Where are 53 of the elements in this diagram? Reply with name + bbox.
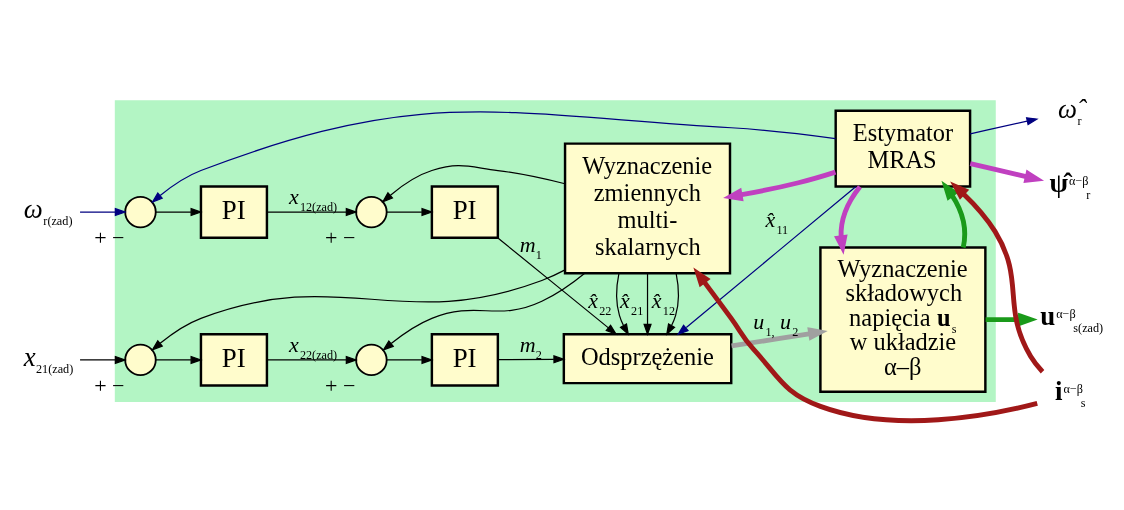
edge-label: u$_{1,}$ u$_{2}$ — [753, 308, 799, 339]
edge-label: m$_{1}$ — [519, 231, 542, 262]
arrow — [386, 355, 434, 364]
edge-label: x̂$_{12}$ — [651, 287, 675, 318]
node-box: PI — [430, 184, 500, 239]
node-label: + − — [325, 224, 356, 250]
node-circle — [124, 195, 157, 228]
arrow — [79, 207, 127, 216]
arrow — [266, 355, 358, 364]
arrow — [386, 207, 434, 216]
arrow — [497, 236, 618, 335]
node-box: Wyznaczenie zmiennych multi- skalarnych — [563, 141, 732, 274]
node-text: ω$_{r(zad)}$ — [23, 193, 73, 228]
arrow — [723, 169, 837, 201]
arrow — [151, 269, 566, 351]
node-box: PI — [430, 332, 500, 387]
edge-label: x̂$_{21}$ — [620, 287, 644, 318]
arrow — [665, 272, 680, 336]
node-box: PI — [199, 184, 269, 239]
arrow — [985, 312, 1038, 326]
node-box: Wyznaczenie składowych napięcia u$_{s}$ w układzie α–β — [819, 245, 987, 393]
node-circle — [355, 195, 388, 228]
arrow — [155, 207, 203, 216]
arrow — [381, 164, 566, 203]
arrow — [497, 354, 566, 364]
node-circle — [355, 343, 388, 376]
edge-label: x̂$_{11}$ — [765, 206, 789, 237]
arrow — [382, 272, 586, 351]
node-label: + − — [325, 372, 356, 398]
arrow — [969, 116, 1039, 134]
arrow — [266, 207, 358, 216]
arrow — [643, 272, 652, 336]
node-box: PI — [199, 332, 269, 387]
arrow — [616, 272, 630, 336]
arrow — [834, 184, 862, 255]
arrow — [151, 111, 837, 203]
node-box: Estymator MRAS — [834, 108, 972, 188]
arrow — [731, 326, 828, 348]
node-label: + − — [94, 224, 125, 250]
arrow — [941, 180, 968, 248]
edge-label: x̂$_{22}$ — [588, 287, 612, 318]
arrow — [950, 181, 1045, 373]
node-label: + − — [94, 372, 125, 398]
node-text: x$_{21(zad)}$ — [23, 341, 74, 376]
node-circle — [124, 343, 157, 376]
arrow — [676, 185, 857, 335]
edge-label: x$_{12(zad)}$ — [288, 183, 338, 214]
edge-label: m$_{2}$ — [519, 331, 542, 362]
node-box: Odsprzężenie — [562, 332, 733, 384]
arrow — [79, 355, 127, 364]
arrow — [693, 266, 1038, 423]
edge-label: x$_{22(zad)}$ — [288, 331, 338, 362]
arrow — [155, 355, 203, 364]
